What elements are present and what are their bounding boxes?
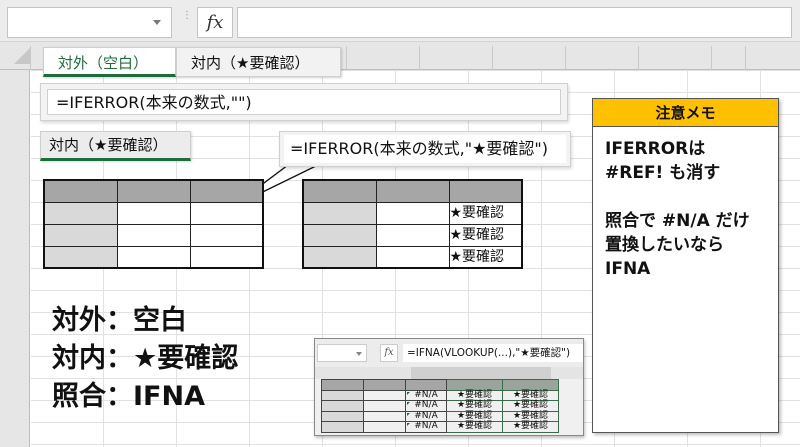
summary-line-internal: 対内：★要確認 [52, 343, 239, 374]
external-formula-callout: =IFERROR(本来の数式,"") [40, 83, 568, 121]
tab-label: 対外（空白） [58, 54, 149, 72]
table-row [43, 223, 264, 247]
table-row: ★要確認 [302, 201, 523, 225]
row-header-column [0, 70, 30, 447]
name-box[interactable] [7, 7, 172, 38]
table-row: #N/A ★要確認 ★要確認 [321, 421, 559, 433]
external-formula-text: =IFERROR(本来の数式,"") [47, 89, 561, 115]
insert-function-button[interactable]: fx [197, 7, 233, 38]
table-row: #N/A ★要確認 ★要確認 [321, 410, 559, 422]
tab-label: 対内（★要確認） [191, 54, 310, 72]
caution-note: 注意メモ IFERRORは #REF! も消す 照合で #N/A だけ 置換した… [592, 98, 779, 433]
summary-line-lookup: 照合：IFNA [52, 381, 205, 412]
mini-formula-text: =IFNA(VLOOKUP(...),"★要確認") [403, 344, 583, 362]
table-row: #N/A ★要確認 ★要確認 [321, 400, 559, 412]
note-title: 注意メモ [593, 99, 778, 127]
table-row: ★要確認 [302, 223, 523, 247]
table-row: #N/A ★要確認 ★要確認 [321, 389, 559, 401]
table-row [43, 245, 264, 269]
note-body: IFERRORは #REF! も消す 照合で #N/A だけ 置換したいなら I… [605, 139, 750, 279]
mini-name-box [317, 344, 367, 362]
chevron-down-icon[interactable] [153, 20, 161, 25]
table-row [43, 201, 264, 225]
tab-external-blank[interactable]: 対外（空白） [43, 47, 176, 77]
summary-line-external: 対外：空白 [52, 305, 187, 336]
internal-table: ★要確認 ★要確認 ★要確認 [302, 179, 523, 269]
summary-block: 対外：空白 対内：★要確認 照合：IFNA [52, 302, 238, 416]
table-row: ★要確認 [302, 245, 523, 269]
external-table [43, 179, 264, 269]
ifna-example-screenshot: fx =IFNA(VLOOKUP(...),"★要確認") #N/A ★要確認 … [314, 338, 584, 436]
internal-formula-callout: =IFERROR(本来の数式,"★要確認") [279, 131, 571, 167]
chevron-down-icon [356, 352, 362, 356]
internal-formula-text: =IFERROR(本来の数式,"★要確認") [284, 135, 566, 163]
tab-internal-check[interactable]: 対内（★要確認） [176, 47, 341, 77]
formula-input[interactable] [237, 7, 792, 38]
fx-icon: fx [206, 12, 224, 33]
mini-fx-icon: fx [380, 344, 398, 362]
table-header-row [43, 179, 264, 203]
table-header-row [302, 179, 523, 203]
internal-tag-label: 対内（★要確認） [40, 131, 191, 161]
mini-table: #N/A ★要確認 ★要確認 #N/A ★要確認 ★要確認 #N/A ★要確認 … [321, 379, 559, 433]
drag-handle-icon[interactable]: ⋮ [182, 11, 192, 31]
select-all-corner[interactable] [14, 48, 30, 64]
